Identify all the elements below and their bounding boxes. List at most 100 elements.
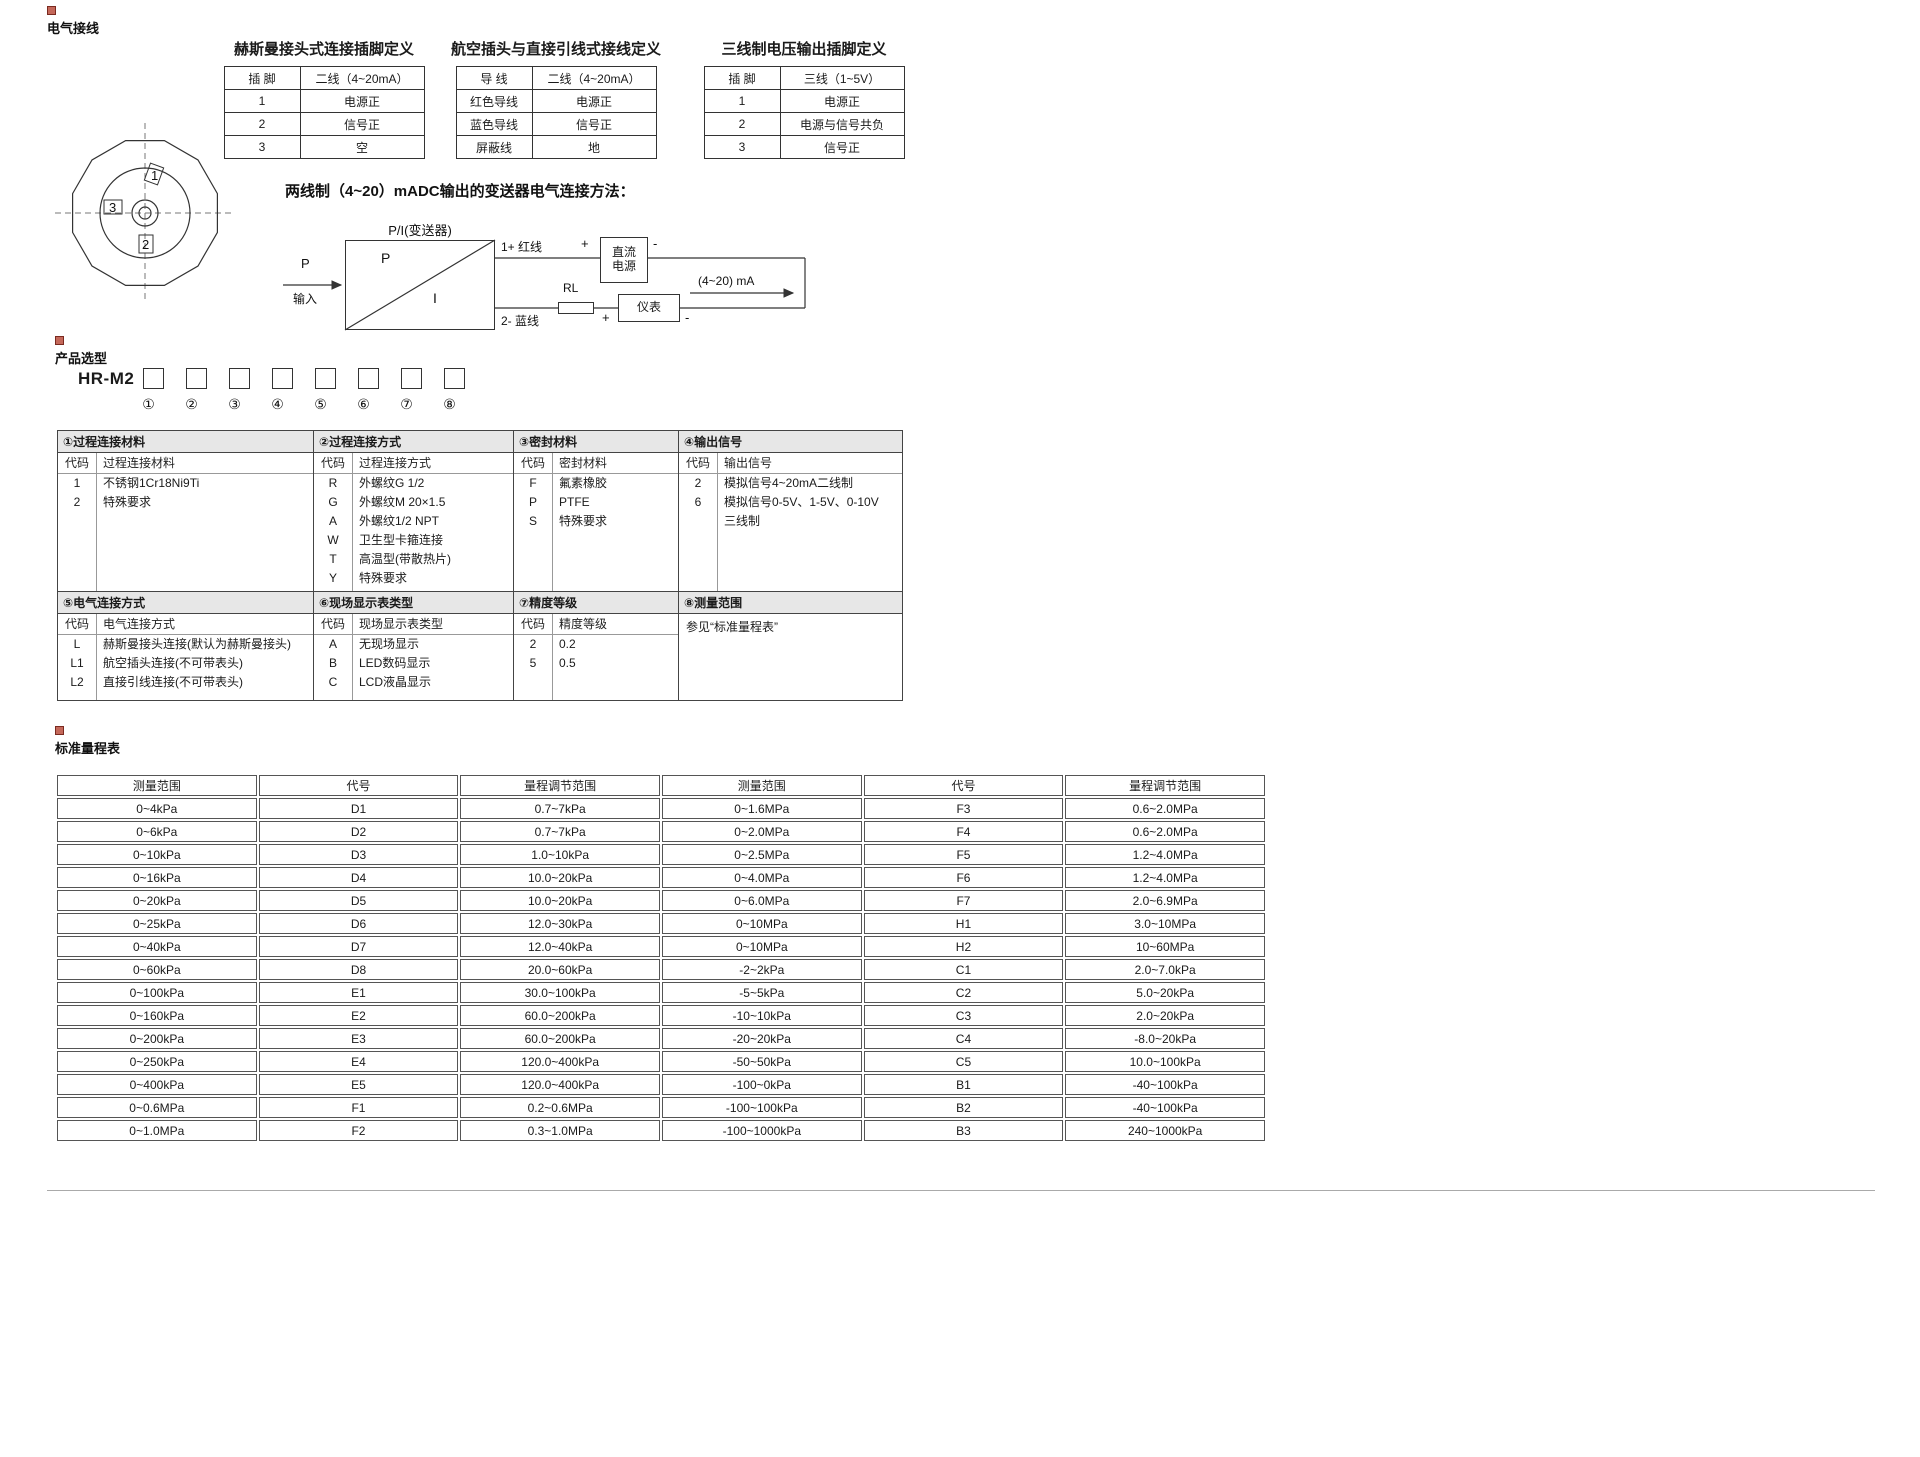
range-table-cell: 10.0~100kPa bbox=[1065, 1051, 1265, 1072]
range-table-cell: 120.0~400kPa bbox=[460, 1074, 660, 1095]
model-code-box bbox=[143, 368, 165, 389]
selection-item-code: S bbox=[528, 514, 537, 528]
selection-header-row: 代码精度等级 bbox=[514, 614, 678, 635]
range-table-cell: 0~200kPa bbox=[57, 1028, 257, 1049]
positive-wire-label: 1+ 红线 bbox=[501, 240, 543, 254]
pin-table-cell: 蓝色导线 bbox=[455, 112, 533, 136]
selection-item-desc: 卫生型卡箍连接 bbox=[359, 533, 444, 547]
range-table-cell: 30.0~100kPa bbox=[460, 982, 660, 1003]
pin-table-row: 蓝色导线信号正 bbox=[455, 112, 657, 136]
selection-item-desc: 外螺纹G 1/2 bbox=[359, 476, 425, 490]
selection-header-row: 代码输出信号 bbox=[679, 453, 902, 474]
selection-code-header: 代码 bbox=[64, 456, 89, 470]
selection-section-title: ②过程连接方式 bbox=[314, 431, 513, 453]
range-table-cell: 0~160kPa bbox=[57, 1005, 257, 1026]
selection-code-header: 代码 bbox=[520, 617, 545, 631]
range-table-cell: 0~4.0MPa bbox=[661, 867, 862, 888]
pin-table-cell: 信号正 bbox=[299, 112, 425, 136]
model-position-number: ③ bbox=[228, 396, 241, 412]
range-table-cell: F6 bbox=[863, 867, 1064, 888]
selection-code-header: 代码 bbox=[320, 456, 345, 470]
range-table-cell: 0~40kPa bbox=[57, 936, 257, 957]
selection-section-title: ③密封材料 bbox=[514, 431, 678, 453]
selection-item-desc: 外螺纹M 20×1.5 bbox=[359, 495, 446, 509]
section-standard-range: 标准量程表 bbox=[55, 726, 120, 757]
selection-desc-header: 输出信号 bbox=[724, 456, 773, 470]
selection-header-row: 代码过程连接方式 bbox=[314, 453, 513, 474]
pin-table-header-cell: 插 脚 bbox=[703, 66, 781, 90]
pin-table-row: 屏蔽线地 bbox=[455, 135, 657, 159]
range-table-cell: B1 bbox=[863, 1074, 1064, 1095]
selection-item-code: W bbox=[327, 533, 339, 547]
selection-section-title: ⑧测量范围 bbox=[679, 592, 902, 614]
transmitter-p-label: P bbox=[381, 250, 391, 266]
range-table-cell: 0~100kPa bbox=[57, 982, 257, 1003]
section-marker-icon bbox=[47, 6, 56, 15]
range-table-header-cell: 代号 bbox=[258, 775, 459, 796]
connector-pin-shapes bbox=[103, 162, 165, 254]
selection-item-desc: 氟素橡胶 bbox=[559, 476, 608, 490]
selection-item-desc: 外螺纹1/2 NPT bbox=[359, 514, 440, 528]
selection-column-divider bbox=[352, 614, 353, 700]
pin-table-header-cell: 二线（4~20mA） bbox=[531, 66, 657, 90]
range-table-cell: 0~10MPa bbox=[661, 913, 862, 934]
transmitter-label: P/I(变送器) bbox=[388, 223, 452, 238]
range-table-cell: E4 bbox=[258, 1051, 459, 1072]
range-table-cell: E1 bbox=[258, 982, 459, 1003]
range-table-cell: 1.2~4.0MPa bbox=[1065, 844, 1265, 865]
pin-table-cell: 3 bbox=[223, 135, 301, 159]
selection-header-row: 代码密封材料 bbox=[514, 453, 678, 474]
range-table-cell: 0~2.0MPa bbox=[661, 821, 862, 842]
selection-item-code: 2 bbox=[73, 495, 81, 509]
selection-desc-header: 密封材料 bbox=[559, 456, 608, 470]
selection-column-divider bbox=[552, 453, 553, 591]
pin-table-cell: 2 bbox=[703, 112, 781, 136]
aviation-plug-pin-table: 导 线二线（4~20mA）红色导线电源正蓝色导线信号正屏蔽线地 bbox=[455, 66, 657, 159]
selection-item-desc: 模拟信号4~20mA二线制 bbox=[724, 476, 854, 490]
range-table-header-cell: 代号 bbox=[863, 775, 1064, 796]
selection-item-code: Y bbox=[328, 571, 337, 585]
selection-item-desc: 特殊要求 bbox=[103, 495, 152, 509]
pin-table-cell: 电源与信号共负 bbox=[779, 112, 905, 136]
range-table-cell: 0~10kPa bbox=[57, 844, 257, 865]
negative-wire-label: 2- 蓝线 bbox=[501, 314, 540, 328]
pin-table-cell: 2 bbox=[223, 112, 301, 136]
model-code-box bbox=[272, 368, 294, 389]
range-table-cell: D8 bbox=[258, 959, 459, 980]
range-table-cell: 5.0~20kPa bbox=[1065, 982, 1265, 1003]
model-position-number: ① bbox=[142, 396, 155, 412]
pin-table-cell: 红色导线 bbox=[455, 89, 533, 113]
range-table-cell: C5 bbox=[863, 1051, 1064, 1072]
range-table-cell: D6 bbox=[258, 913, 459, 934]
range-table-cell: C2 bbox=[863, 982, 1064, 1003]
selection-section-content: 参见“标准量程表” bbox=[679, 614, 902, 700]
range-table-cell: 0~10MPa bbox=[661, 936, 862, 957]
selection-section-title: ⑦精度等级 bbox=[514, 592, 678, 614]
meter-plus-label: + bbox=[602, 310, 610, 325]
range-table-cell: E3 bbox=[258, 1028, 459, 1049]
selection-column-divider bbox=[552, 614, 553, 700]
pin-table-cell: 屏蔽线 bbox=[455, 135, 533, 159]
range-table-cell: 10.0~20kPa bbox=[460, 890, 660, 911]
dc-power-box: 直流 电源 bbox=[600, 237, 648, 283]
selection-item-code: T bbox=[329, 552, 337, 566]
